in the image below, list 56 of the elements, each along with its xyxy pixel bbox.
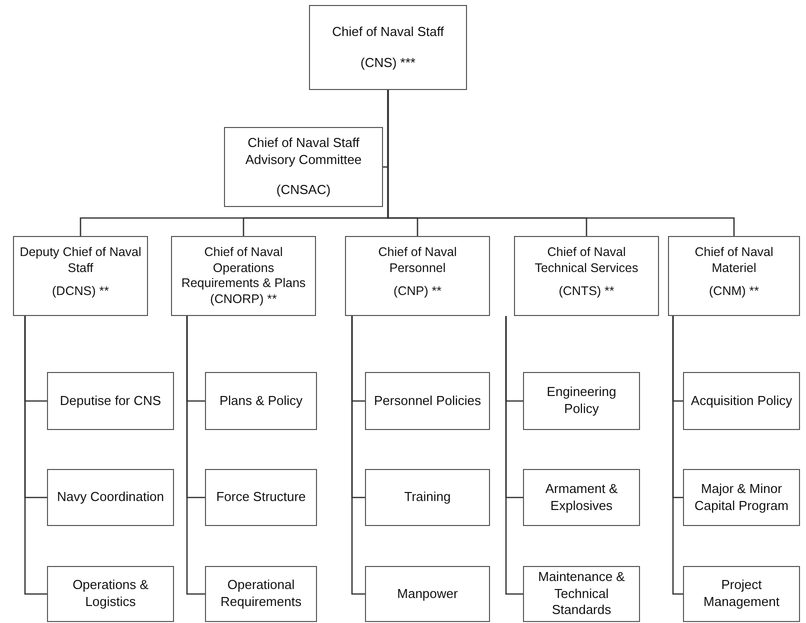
box-text: Major & Minor Capital Program bbox=[694, 480, 790, 514]
box-text: (DCNS) ** bbox=[52, 284, 109, 300]
function-box bbox=[205, 469, 317, 526]
box-text: Chief of Naval Staff bbox=[332, 24, 444, 40]
position-box bbox=[224, 127, 383, 207]
box-text: Acquisition Policy bbox=[690, 392, 792, 410]
function-box bbox=[205, 372, 317, 430]
box-text: Chief of Naval Operations Requirements & Plans (CNORP) ** bbox=[180, 245, 307, 308]
box-text: (CNM) ** bbox=[709, 284, 759, 300]
box-text: Maintenance & Technical Standards bbox=[537, 568, 626, 620]
connector-line bbox=[351, 316, 365, 595]
function-box bbox=[683, 469, 800, 526]
box-text: Engineering Policy bbox=[546, 384, 618, 418]
position-box bbox=[668, 236, 800, 316]
box-text: Force Structure bbox=[216, 489, 306, 506]
box-text: Chief of Naval Materiel bbox=[694, 245, 774, 276]
box-text: (CNP) ** bbox=[394, 284, 442, 300]
box-text: Personnel Policies bbox=[374, 392, 481, 410]
top-position-box bbox=[309, 5, 467, 90]
function-box bbox=[683, 372, 800, 430]
box-text: Chief of Naval Personnel bbox=[377, 245, 458, 276]
box-text: Project Management bbox=[702, 577, 780, 611]
box-text: Chief of Naval Technical Services bbox=[534, 245, 640, 276]
function-box bbox=[205, 566, 317, 622]
position-box bbox=[514, 236, 659, 316]
function-box bbox=[47, 566, 174, 622]
box-text: Deputy Chief of Naval Staff bbox=[19, 245, 142, 276]
function-box bbox=[47, 469, 174, 526]
function-box bbox=[365, 566, 490, 622]
function-box bbox=[365, 372, 490, 430]
box-text: Chief of Naval Staff Advisory Committee bbox=[244, 134, 363, 168]
connector-line bbox=[24, 316, 47, 595]
connector-line bbox=[672, 316, 683, 595]
box-text: Deputise for CNS bbox=[60, 392, 162, 410]
function-box bbox=[365, 469, 490, 526]
function-box bbox=[523, 469, 640, 526]
connector-line bbox=[387, 90, 735, 236]
box-text: Operations & Logistics bbox=[72, 577, 150, 611]
position-box bbox=[345, 236, 490, 316]
box-text: Navy Coordination bbox=[57, 489, 164, 506]
connector-line bbox=[505, 316, 523, 595]
box-text: Plans & Policy bbox=[219, 392, 303, 410]
box-text: (CNTS) ** bbox=[558, 284, 614, 300]
box-text: Manpower bbox=[397, 586, 458, 602]
box-text: (CNS) *** bbox=[360, 54, 416, 72]
box-text: Operational Requirements bbox=[220, 577, 302, 611]
box-text: Armament & Explosives bbox=[544, 480, 619, 514]
connector-line bbox=[186, 316, 205, 595]
function-box bbox=[523, 566, 640, 622]
position-box bbox=[13, 236, 148, 316]
box-text: (CNSAC) bbox=[276, 182, 331, 200]
box-text: Training bbox=[404, 489, 451, 506]
function-box bbox=[523, 372, 640, 430]
function-box bbox=[47, 372, 174, 430]
function-box bbox=[683, 566, 800, 622]
position-box bbox=[171, 236, 316, 316]
